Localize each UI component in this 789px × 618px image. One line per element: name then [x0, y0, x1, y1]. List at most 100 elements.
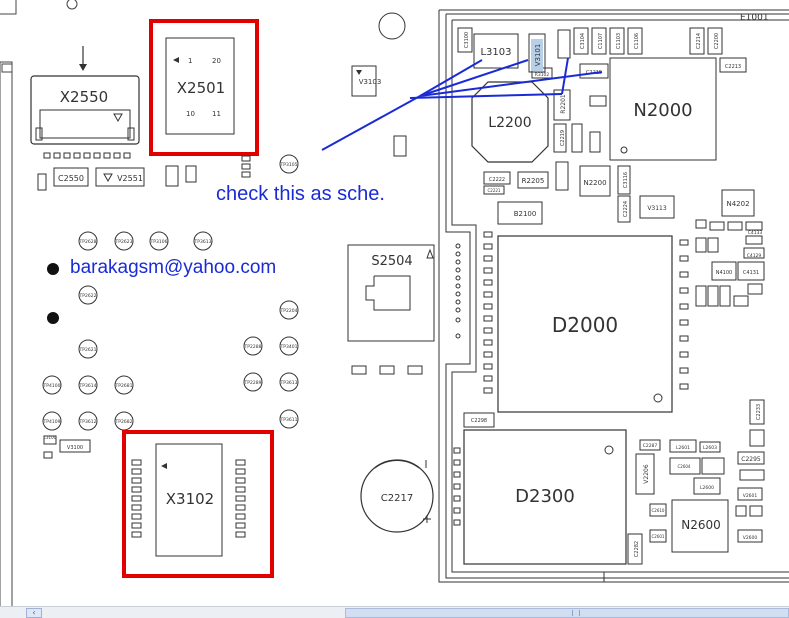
label-x3102: X3102: [166, 490, 214, 508]
label-c2222: C2222: [489, 177, 505, 183]
tp-label: TP3401: [280, 344, 298, 350]
label-l2200: L2200: [488, 115, 531, 131]
label-c2282: C2282: [634, 541, 640, 557]
label-c2295: C2295: [741, 456, 761, 463]
label-d2300: D2300: [515, 486, 575, 507]
label-n2000: N2000: [633, 100, 692, 121]
label-v2551: V2551: [117, 174, 143, 183]
label-v3101: V3101: [534, 44, 542, 67]
tp-label: TP2681: [115, 383, 133, 389]
pin-label-20: 20: [212, 57, 221, 65]
label-c4129: C4129: [747, 253, 762, 259]
label-v2206: V2206: [643, 464, 650, 484]
tp-label: TP4109: [43, 419, 61, 425]
label-l3100: L3100: [44, 435, 57, 440]
label-r2205: R2205: [522, 177, 545, 185]
tp-label: TP3613: [280, 380, 298, 386]
label-c3100: C3100: [464, 32, 470, 48]
capacitor-c2217: C2217: [360, 459, 434, 533]
label-v2600: V2600: [743, 535, 758, 541]
tp-label: TP2628: [79, 239, 97, 245]
label-c2224: C2224: [623, 201, 629, 217]
test-points: [42, 154, 299, 431]
label-v3113: V3113: [647, 205, 667, 212]
mounting-dot: [47, 263, 59, 275]
label-l2603: L2603: [703, 445, 717, 451]
label-c2298: C2298: [471, 418, 487, 424]
connector-x2550: X2550: [30, 46, 140, 159]
tp-label: TP3105: [280, 162, 298, 168]
label-c4133: C4133: [748, 230, 763, 236]
label-c2217: C2217: [381, 493, 413, 504]
label-n2600: N2600: [681, 518, 721, 532]
label-n4100: N4100: [716, 270, 732, 276]
label-c2213: C2213: [725, 64, 741, 70]
label-x2550: X2550: [60, 88, 108, 106]
label-v2601: V2601: [743, 493, 758, 499]
label-c2601: C2601: [652, 534, 665, 539]
grip-icon: [572, 610, 580, 616]
mounting-dot: [47, 312, 59, 324]
label-c1107: C1107: [598, 33, 604, 49]
label-x2501: X2501: [177, 79, 225, 97]
inductor-l2200: [471, 81, 549, 163]
switch-s2504: S2504: [347, 243, 461, 375]
label-d2000: D2000: [552, 313, 618, 337]
label-l2601: L2601: [676, 445, 690, 451]
label-c2287: C2287: [643, 443, 658, 449]
connector-x3102: X3102: [131, 443, 246, 557]
pin-label-10: 10: [186, 110, 195, 118]
scroll-left-button[interactable]: ‹: [26, 608, 42, 618]
tp-label: TP4100: [43, 383, 61, 389]
label-c3116: C3116: [623, 172, 629, 188]
label-l2600: L2600: [700, 485, 714, 491]
tp-label: TP2622: [79, 293, 97, 299]
label-n2200: N2200: [583, 179, 606, 187]
tp-label: TP3106: [150, 239, 168, 245]
annotation-lines: [321, 57, 603, 151]
tp-label: TP3612: [79, 419, 97, 425]
annotation-note: check this as sche.: [216, 183, 385, 205]
label-c2219: C2219: [560, 130, 566, 146]
label-c2200: C2200: [714, 33, 720, 49]
horizontal-scrollbar[interactable]: ‹: [0, 606, 789, 618]
label-c1106: C1106: [634, 33, 640, 49]
label-c1103: C1103: [616, 33, 622, 49]
chevron-left-icon: ‹: [32, 608, 36, 617]
pin-label-1: 1: [188, 57, 192, 65]
label-c2214: C2214: [696, 33, 702, 49]
scrollbar-thumb[interactable]: [345, 608, 789, 618]
label-b2100: B2100: [514, 210, 537, 218]
label-c2233: C2233: [756, 404, 762, 420]
annotation-email: barakagsm@yahoo.com: [70, 257, 276, 278]
label-s2504: S2504: [371, 254, 412, 269]
tp-label: TP2623: [115, 239, 133, 245]
label-c2221: C2221: [488, 188, 501, 193]
label-l3103: L3103: [480, 47, 511, 58]
label-r3102: R3102: [535, 72, 550, 78]
label-c2604: C2604: [678, 464, 691, 469]
tp-label: TP2288: [244, 344, 262, 350]
label-board-id: E1001: [740, 13, 769, 23]
label-n4202: N4202: [726, 200, 749, 208]
label-c4131: C4131: [743, 270, 759, 276]
tp-label: TP3614: [79, 383, 97, 389]
tp-label: TP2289: [244, 380, 262, 386]
label-c3104: C3104: [580, 33, 586, 49]
chip-d2000: D2000: [483, 231, 689, 413]
label-v3103: V3103: [359, 78, 382, 86]
label-r2201: R2201: [560, 94, 567, 114]
tp-label: TP2682: [115, 419, 133, 425]
label-c2610: C2610: [652, 508, 665, 513]
tp-label: TP3611: [280, 417, 298, 423]
tp-label: TP2621: [79, 347, 97, 353]
tp-label: TP2204: [280, 308, 298, 314]
pin-label-11: 11: [212, 110, 221, 118]
highlight-box-x3102: [122, 430, 274, 578]
label-c2550: C2550: [58, 174, 84, 183]
connector-x2501: 1 20 10 11 X2501: [165, 37, 235, 135]
tp-label: TP3613: [194, 239, 212, 245]
chip-d2300: D2300: [453, 429, 627, 565]
label-v3100: V3100: [67, 445, 83, 451]
